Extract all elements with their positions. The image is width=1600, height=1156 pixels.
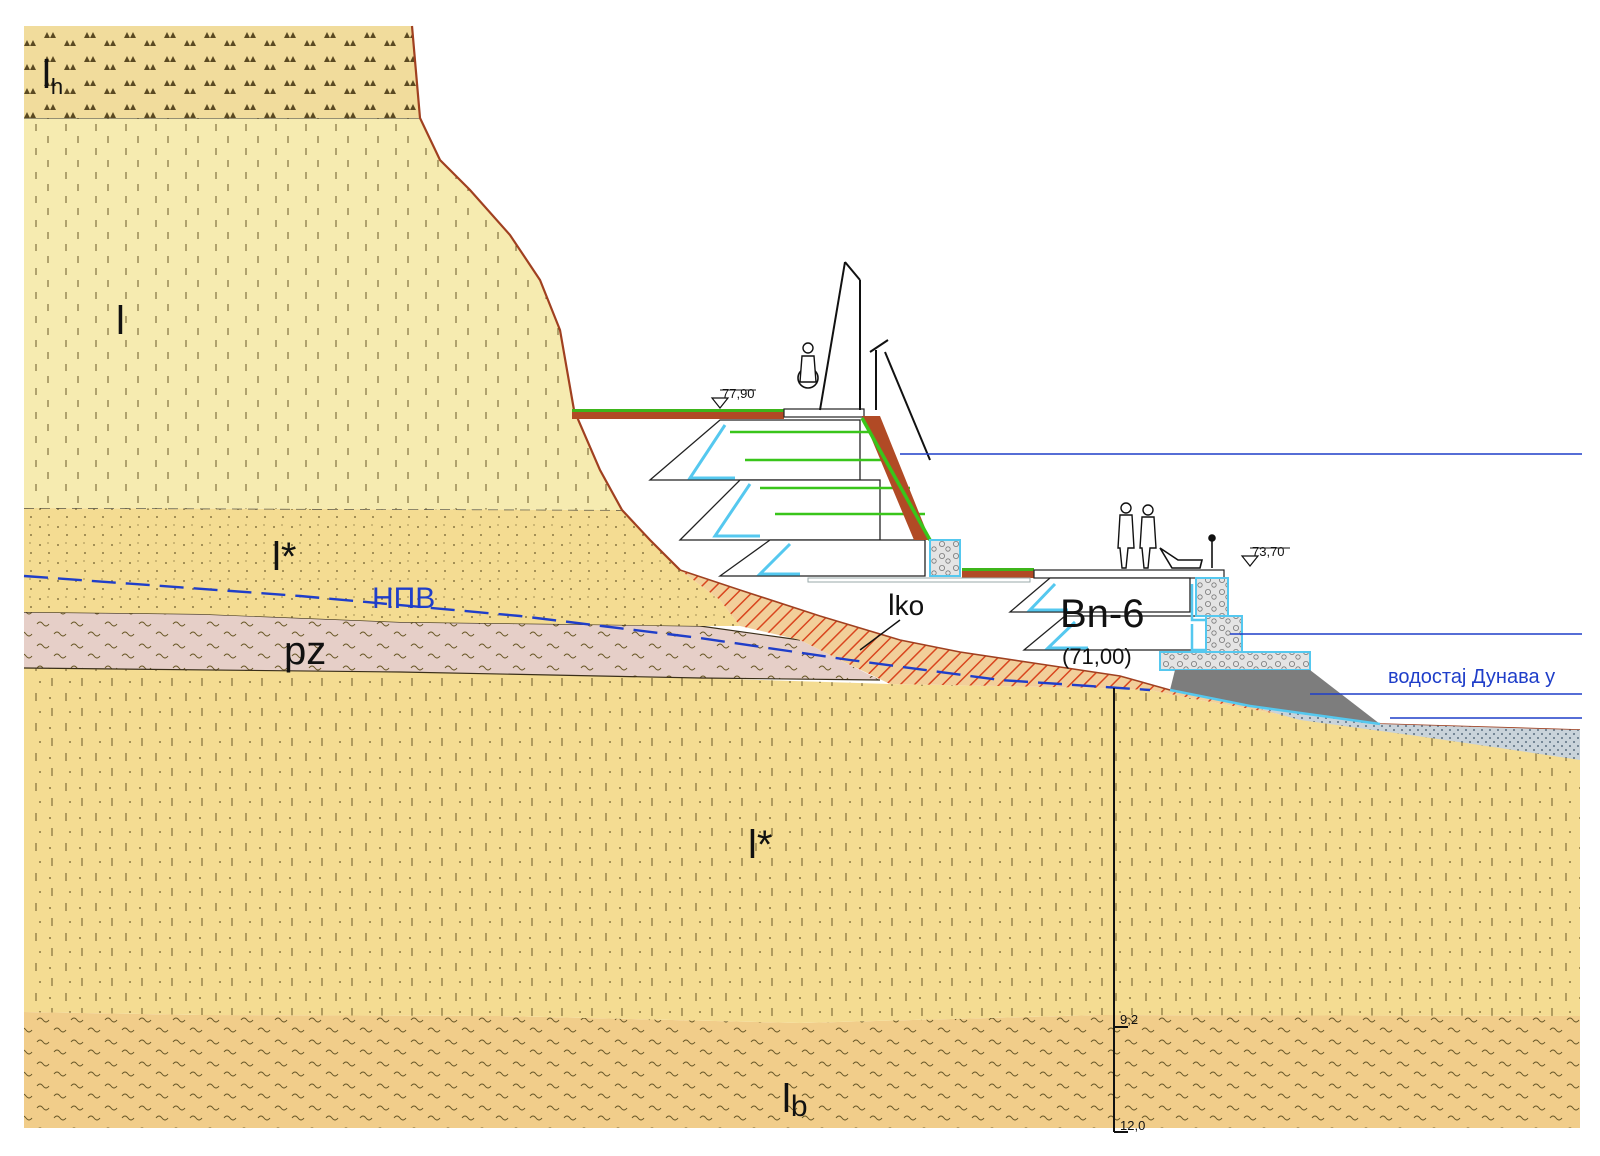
elevation-label-lower: 73,70	[1252, 544, 1285, 559]
pedestrians-icon	[1117, 502, 1157, 569]
elevation-label-upper: 77,90	[722, 386, 755, 401]
label-loess-star-lower: l*	[748, 823, 772, 867]
upper-terrace-ground	[572, 408, 865, 419]
colluvium-pointer	[859, 619, 901, 651]
label-loess: l	[116, 299, 125, 343]
label-danube-level: водостај Дунава у	[1388, 666, 1555, 688]
elevation-mark-lower: 73,70	[1240, 544, 1290, 567]
light-pole-icon	[819, 261, 931, 461]
lounger-icon	[1159, 534, 1216, 569]
bluff-slope-line	[410, 25, 681, 571]
layer-loess-star-upper	[23, 507, 740, 626]
layer-loess-bottom	[24, 1012, 1580, 1128]
groundwater-level-line	[23, 574, 1151, 692]
lower-terrace-ground	[962, 568, 1225, 579]
layer-loess-top	[24, 26, 420, 118]
upper-retaining-wall	[648, 416, 961, 577]
label-loess-bottom: lb	[782, 1077, 808, 1123]
label-depth-1: 9,2	[1120, 1012, 1138, 1027]
label-depth-2: 12,0	[1120, 1118, 1145, 1133]
borehole-bn6	[1113, 688, 1128, 1133]
label-loess-top: lh	[42, 53, 63, 99]
elevation-mark-upper: 77,90	[710, 386, 756, 409]
label-loess-star-upper: l*	[272, 535, 296, 579]
label-groundwater: НПВ	[372, 582, 435, 615]
layer-loess	[24, 117, 622, 510]
label-paleosol: pz	[284, 629, 326, 673]
label-borehole: Bn-6	[1060, 592, 1145, 636]
lower-retaining-wall	[807, 577, 1381, 726]
layer-loess-star-lower	[24, 668, 1580, 1023]
cyclist-icon	[797, 342, 819, 389]
river-bed-gravel	[1250, 706, 1580, 760]
label-loess-colluvium: lko	[888, 589, 924, 622]
water-level-lines	[900, 453, 1582, 719]
layer-paleosol	[23, 611, 881, 681]
label-borehole-elevation: (71,00)	[1062, 644, 1132, 669]
